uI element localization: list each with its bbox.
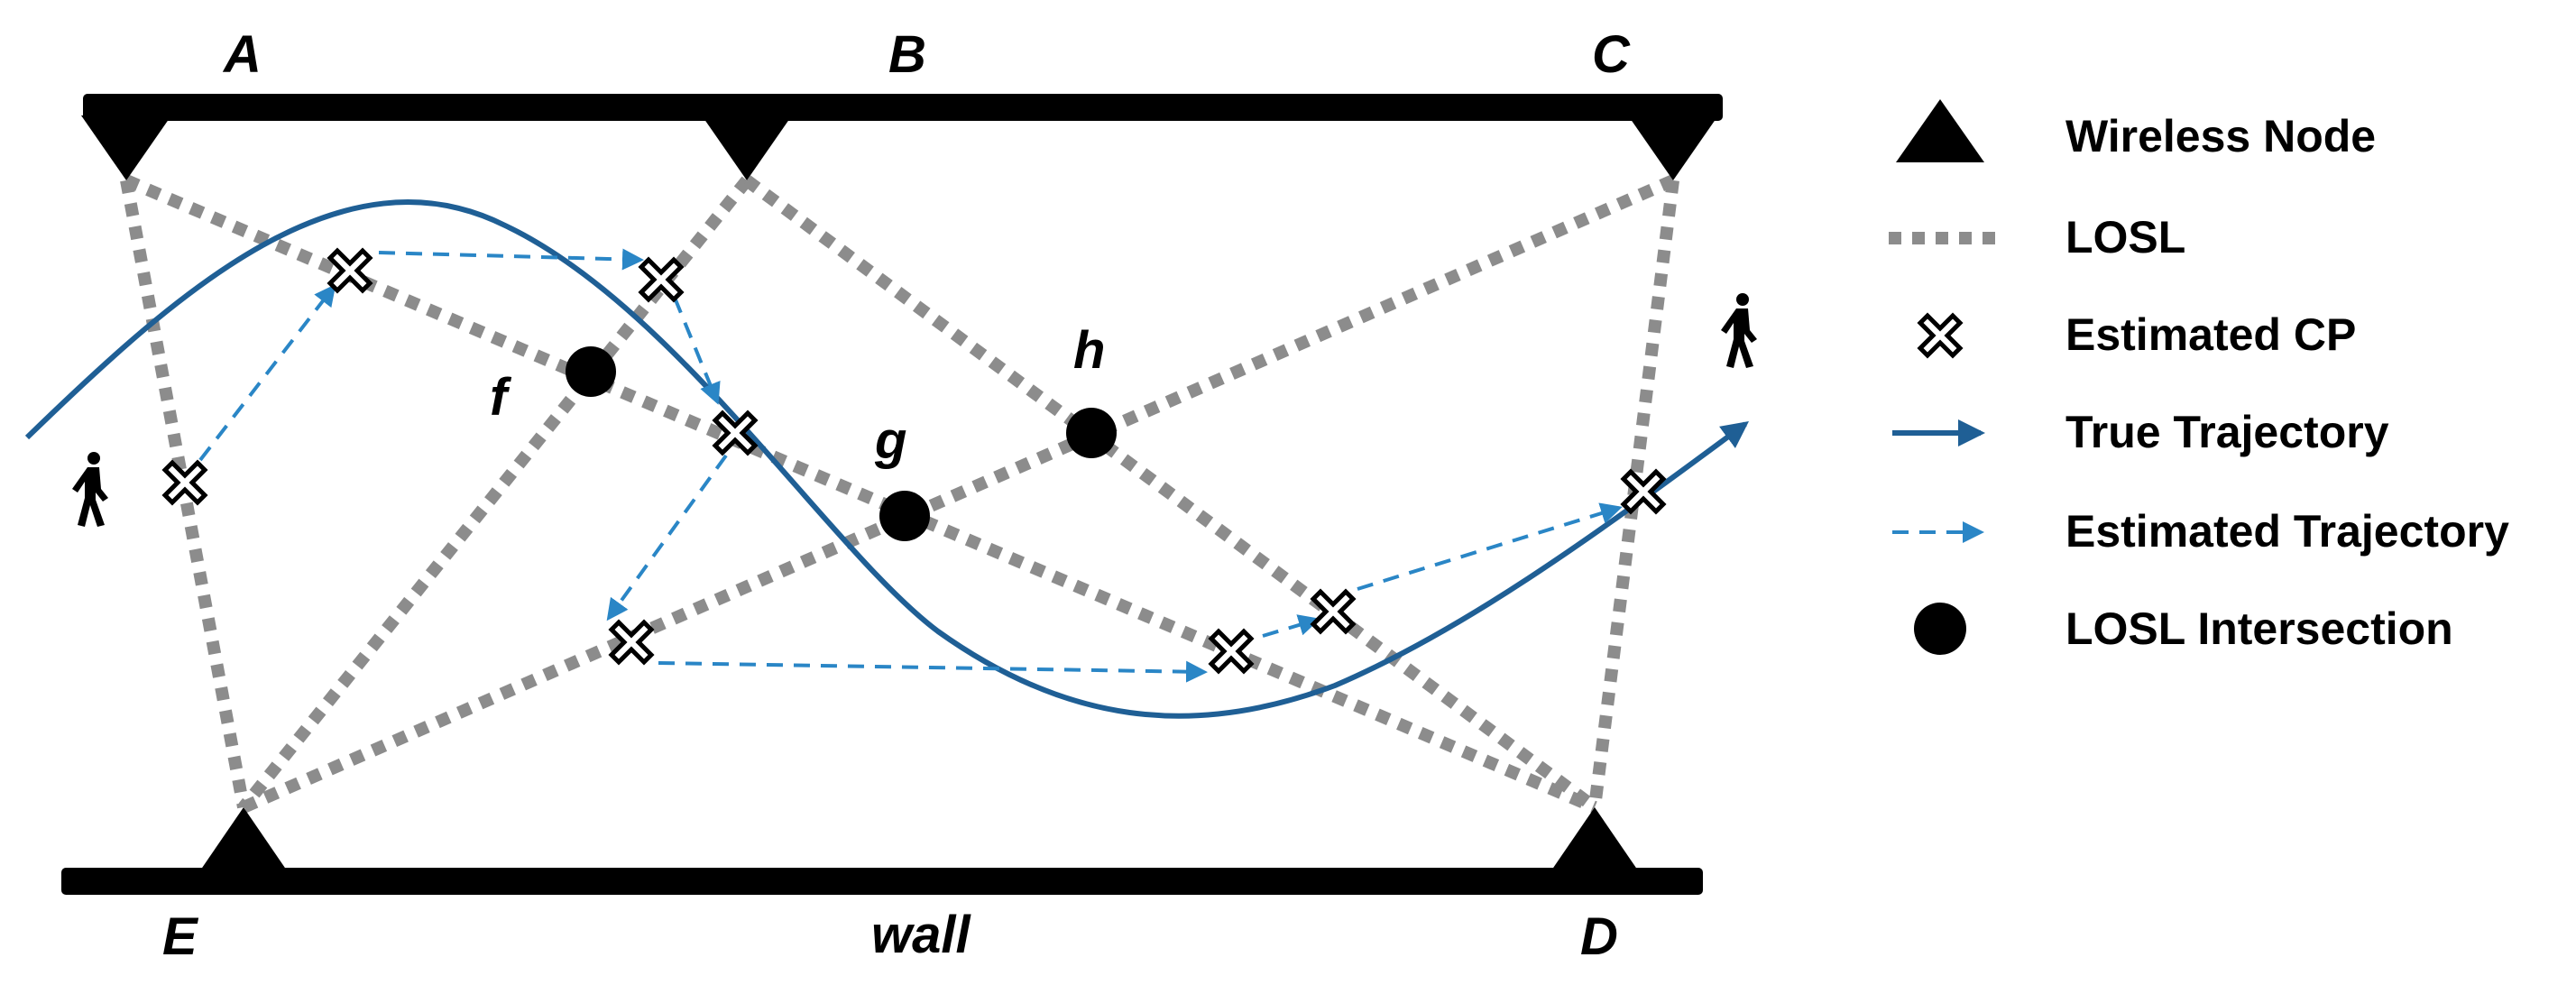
bottom-wall bbox=[61, 868, 1703, 895]
estimated-trajectory-segment bbox=[606, 454, 728, 621]
wireless-node-c bbox=[1628, 115, 1718, 180]
estimated-trajectory-segment bbox=[378, 248, 644, 271]
wireless-node-d bbox=[1550, 807, 1640, 873]
estimated-cp-marker bbox=[330, 251, 370, 290]
losl-intersection-f bbox=[566, 346, 616, 397]
node-label-a: A bbox=[222, 25, 262, 84]
estimated-trajectory-segment bbox=[198, 283, 336, 462]
legend-losl-intersection: LOSL Intersection bbox=[2065, 603, 2453, 654]
node-label-c: C bbox=[1592, 25, 1631, 84]
estimated-trajectory-segment bbox=[673, 297, 721, 405]
estimated-trajectory-segment bbox=[1262, 614, 1320, 638]
losl-line bbox=[742, 175, 1599, 813]
walking-person-icon bbox=[1721, 293, 1757, 368]
losl-line bbox=[241, 174, 1676, 814]
losl-intersection-g bbox=[879, 491, 930, 541]
walking-person-icon bbox=[72, 452, 108, 527]
estimated-cp-marker bbox=[1211, 631, 1251, 671]
estimated-trajectory-segment bbox=[658, 660, 1208, 683]
node-label-b: B bbox=[888, 25, 926, 84]
wireless-node-icon bbox=[1896, 99, 1984, 162]
estimated-cp-marker bbox=[165, 463, 205, 502]
legend-wireless-node: Wireless Node bbox=[2065, 111, 2376, 161]
legend-estimated-cp: Estimated CP bbox=[2065, 309, 2356, 360]
legend: Wireless Node LOSL Estimated CP True Tra… bbox=[1889, 99, 2509, 655]
true-trajectory bbox=[24, 199, 1750, 719]
losl-intersection-h bbox=[1066, 408, 1117, 458]
estimated-trajectory-segment bbox=[1357, 502, 1623, 591]
estimated-cp-marker bbox=[1313, 592, 1353, 631]
losl-line bbox=[120, 179, 250, 809]
intersection-label-f: f bbox=[490, 368, 512, 427]
legend-true-trajectory: True Trajectory bbox=[2065, 407, 2389, 457]
estimated-cp-icon bbox=[1920, 316, 1960, 355]
estimated-trajectory bbox=[198, 248, 1623, 683]
wireless-node-a bbox=[81, 115, 171, 180]
intersection-label-g: g bbox=[874, 411, 906, 470]
top-wall bbox=[83, 94, 1723, 121]
legend-losl: LOSL bbox=[2065, 212, 2185, 262]
wall-label: wall bbox=[871, 906, 971, 964]
intersection-label-h: h bbox=[1073, 321, 1105, 380]
legend-estimated-trajectory: Estimated Trajectory bbox=[2065, 506, 2509, 557]
node-label-e: E bbox=[162, 907, 199, 966]
losl-line bbox=[238, 176, 752, 812]
losl-intersection-icon bbox=[1914, 603, 1966, 655]
node-label-d: D bbox=[1580, 907, 1618, 966]
wireless-node-e bbox=[198, 807, 289, 873]
wireless-node-b bbox=[702, 115, 792, 180]
